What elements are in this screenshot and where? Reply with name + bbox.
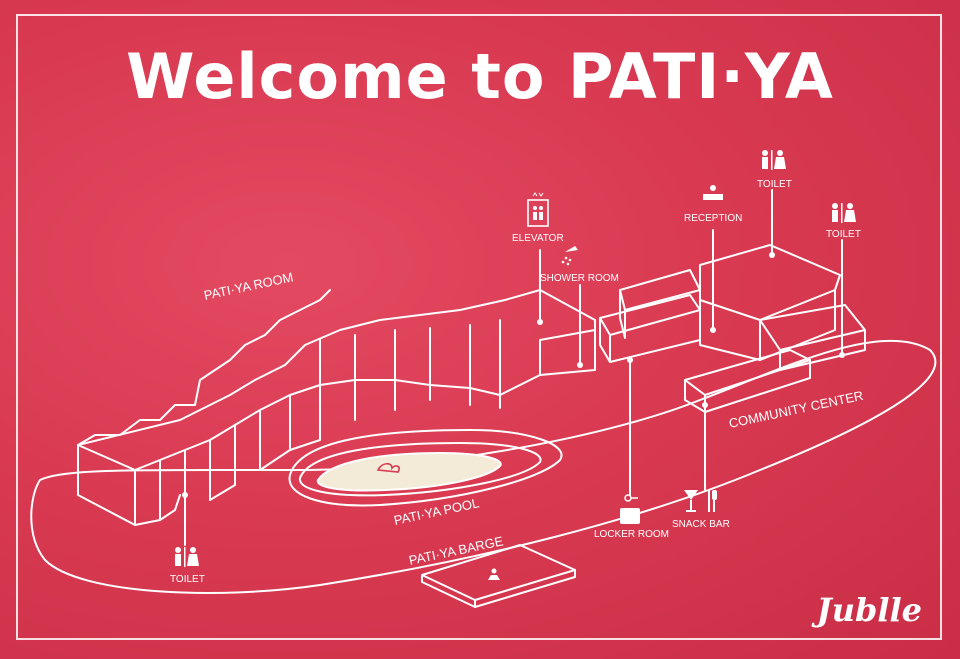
pool-water (316, 452, 502, 492)
reception-icon (703, 185, 723, 200)
banner-frame (16, 14, 942, 640)
label-community: COMMUNITY CENTER (728, 388, 865, 431)
label-snack: SNACK BAR (672, 519, 730, 530)
label-room: PATI·YA ROOM (203, 269, 295, 303)
barge-figure-icon (488, 568, 500, 580)
label-barge: PATI·YA BARGE (408, 533, 505, 568)
toilet-top-icon (762, 150, 786, 170)
toilet-right-icon (832, 203, 856, 223)
pool-swan-icon (376, 462, 400, 473)
label-toilet-right: TOILET (826, 229, 861, 240)
toilet-left-icon (175, 547, 199, 567)
shower-icon (561, 246, 578, 266)
snack-bar-icon (684, 490, 717, 512)
label-elevator: ELEVATOR (512, 233, 564, 244)
watermark-signature: Jublle (816, 591, 922, 629)
label-shower: SHOWER ROOM (540, 273, 619, 284)
label-reception: RECEPTION (684, 213, 742, 224)
page-title: Welcome to PATI·YA (126, 40, 834, 113)
pool-outline (288, 429, 563, 507)
elevator-icon (527, 192, 549, 227)
room-building (77, 289, 596, 526)
label-toilet-left: TOILET (170, 574, 205, 585)
label-toilet-top: TOILET (757, 179, 792, 190)
label-locker: LOCKER ROOM (594, 529, 669, 540)
locker-icon (620, 494, 640, 524)
